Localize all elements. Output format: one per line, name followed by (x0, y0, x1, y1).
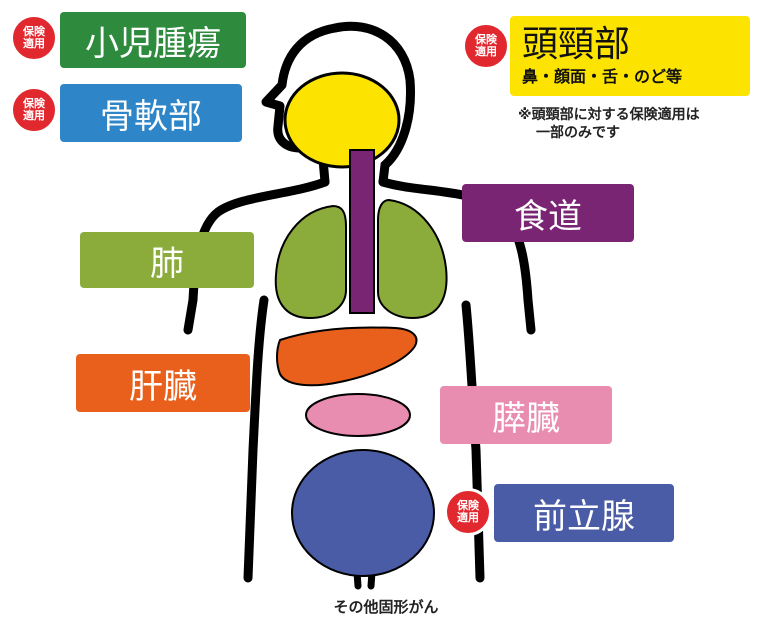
badge-text: 適用 (475, 45, 497, 58)
badge-text: 保険 (475, 33, 497, 46)
footer-other-solid-cancers: その他固形がん (0, 598, 772, 616)
badge-text: 適用 (457, 511, 479, 524)
label-title: 頭頸部 (522, 24, 631, 65)
left-torso-outline (243, 295, 269, 583)
pancreas-organ (305, 393, 411, 437)
prostate-organ (291, 449, 435, 577)
label-text: 前立腺 (533, 496, 635, 537)
right-lung-organ (377, 198, 448, 320)
note-line: 一部のみです (536, 125, 620, 141)
badge-text: 保険 (23, 97, 45, 110)
label-text: 骨軟部 (100, 96, 202, 137)
label-text: 肺 (150, 243, 184, 284)
head-neck-organ (283, 71, 401, 169)
badge-text: 保険 (457, 499, 479, 512)
label-lung: 肺 (80, 232, 254, 288)
label-pancreas: 膵臓 (440, 386, 612, 444)
label-bone-soft-tissue: 骨軟部 (60, 84, 242, 142)
label-text: 膵臓 (492, 398, 560, 439)
badge-text: 保険 (23, 25, 45, 38)
label-text: 肝臓 (129, 366, 197, 407)
esophagus-organ (349, 149, 375, 314)
head-neck-note: ※頭頸部に対する保険適用は 一部のみです (518, 106, 700, 142)
label-text: 食道 (514, 196, 582, 237)
insurance-badge-head-neck: 保険 適用 (462, 22, 510, 70)
head-outline (330, 21, 415, 187)
label-prostate: 前立腺 (494, 484, 674, 542)
insurance-badge-pediatric: 保険 適用 (10, 14, 58, 62)
note-line: ※頭頸部に対する保険適用は (518, 107, 700, 123)
badge-text: 適用 (23, 109, 45, 122)
insurance-badge-bone: 保険 適用 (10, 86, 58, 134)
badge-text: 適用 (23, 37, 45, 50)
face-outline (261, 23, 340, 187)
footer-text: その他固形がん (333, 598, 439, 616)
insurance-badge-prostate: 保険 適用 (444, 488, 492, 536)
label-text: 小児腫瘍 (85, 23, 221, 64)
left-lung-organ (274, 204, 347, 320)
label-subtitle: 鼻・顔面・舌・のど等 (522, 67, 683, 86)
label-esophagus: 食道 (462, 184, 634, 242)
label-pediatric-tumor: 小児腫瘍 (60, 12, 246, 68)
label-head-neck: 頭頸部 鼻・顔面・舌・のど等 (510, 16, 750, 96)
label-liver: 肝臓 (76, 354, 250, 412)
liver-organ (276, 326, 418, 387)
